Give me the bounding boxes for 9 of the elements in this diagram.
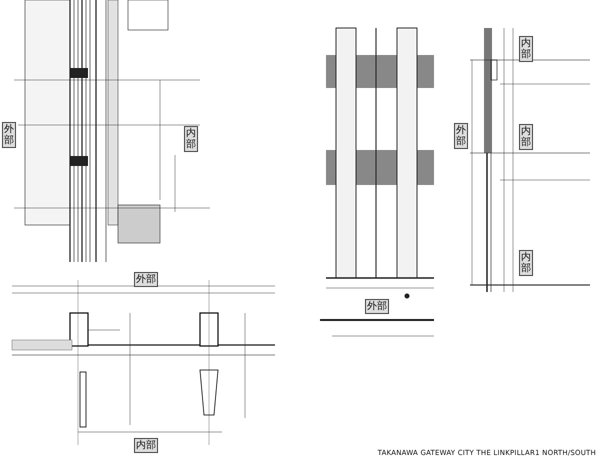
room-label: 内部: [184, 126, 198, 152]
room-label: 外部: [134, 272, 158, 287]
room-label: 内部: [519, 250, 533, 276]
room-label: 外部: [2, 122, 16, 148]
room-label: 内部: [519, 36, 533, 62]
room-label: 外部: [454, 123, 468, 149]
room-label: 内部: [134, 438, 158, 453]
room-label: 外部: [365, 299, 389, 314]
room-label: 内部: [519, 124, 533, 150]
